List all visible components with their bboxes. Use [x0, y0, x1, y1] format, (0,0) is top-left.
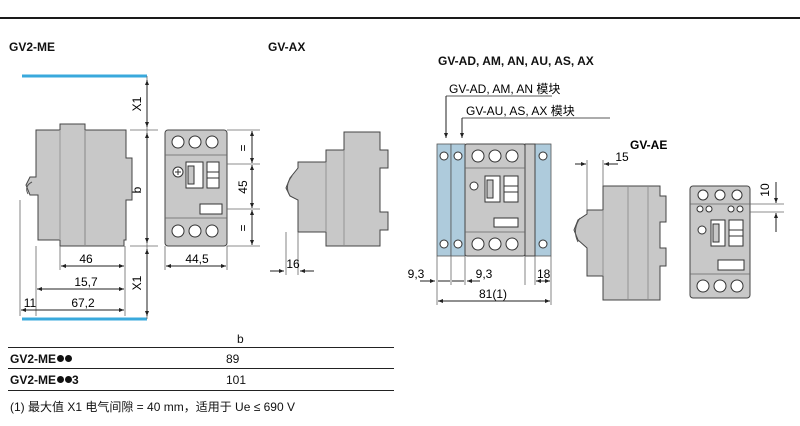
title-gvad-group: GV-AD, AM, AN, AU, AS, AX	[438, 54, 594, 68]
dim-67-2: 67,2	[71, 296, 95, 310]
placeholder-dot-icon	[56, 376, 64, 383]
dim-b: b	[130, 186, 144, 193]
footnote: (1) 最大值 X1 电气间隙 = 40 mm，适用于 Ue ≤ 690 V	[10, 400, 295, 414]
title-gvae: GV-AE	[630, 138, 667, 152]
terminal-screw-icon	[205, 224, 219, 238]
terminal-screw-icon	[205, 135, 219, 149]
terminal-screw-icon	[188, 135, 202, 149]
gvad-assembly-front-view	[420, 95, 610, 305]
title-gvax: GV-AX	[268, 40, 306, 54]
gvau-module-right	[534, 143, 552, 257]
dim-x1-top: X1	[130, 96, 144, 111]
dim-15-7: 15,7	[74, 275, 98, 289]
dim-44-5: 44,5	[185, 252, 209, 266]
table-row-2-value: 101	[226, 373, 247, 387]
gvae-side-view	[573, 160, 667, 301]
dim-18: 18	[537, 267, 551, 281]
dim-46: 46	[79, 252, 93, 266]
placeholder-dot-icon	[64, 376, 72, 383]
gv2me-side-view	[19, 74, 158, 321]
setting-dial	[206, 161, 220, 189]
dim-10: 10	[758, 183, 772, 197]
placeholder-dot-icon	[64, 355, 72, 362]
dim-9-3-right: 9,3	[476, 267, 493, 281]
gvad-module-left-2	[450, 143, 466, 257]
terminal-screw-icon	[188, 224, 202, 238]
dim-45: 45	[236, 180, 250, 194]
table-rule-top	[8, 347, 394, 348]
dim-16: 16	[286, 257, 300, 271]
label-slot	[199, 203, 223, 215]
table-row-1-model: GV2-ME	[10, 352, 72, 366]
placeholder-dot-icon	[56, 355, 64, 362]
gv2me-front-view	[164, 129, 260, 270]
gvax-side-view	[270, 131, 389, 275]
dim-equal-top: =	[236, 144, 250, 151]
gv2me-body	[25, 123, 133, 247]
terminal-screw-icon	[171, 224, 185, 238]
title-gv2me: GV2-ME	[9, 40, 56, 54]
gvae-front-view	[689, 182, 784, 299]
label-gvau-modules: GV-AU, AS, AX 模块	[466, 104, 575, 118]
terminal-screw-icon	[171, 135, 185, 149]
dim-81: 81(1)	[479, 287, 507, 301]
table-rule-bottom	[8, 390, 394, 391]
table-rule-mid	[8, 368, 394, 369]
dim-11: 11	[24, 296, 37, 310]
dim-15: 15	[615, 150, 629, 164]
dim-x1-bottom: X1	[130, 275, 144, 290]
gvad-module-left-1	[436, 143, 452, 257]
dim-9-3-left: 9,3	[408, 267, 425, 281]
gvax-body	[285, 131, 389, 247]
table-header-b: b	[237, 332, 244, 346]
top-rule	[0, 17, 800, 19]
table-row-1-value: 89	[226, 352, 240, 366]
gvae-body	[573, 185, 667, 301]
label-gvad-modules: GV-AD, AM, AN 模块	[449, 82, 560, 96]
dim-equal-bottom: =	[236, 224, 250, 231]
